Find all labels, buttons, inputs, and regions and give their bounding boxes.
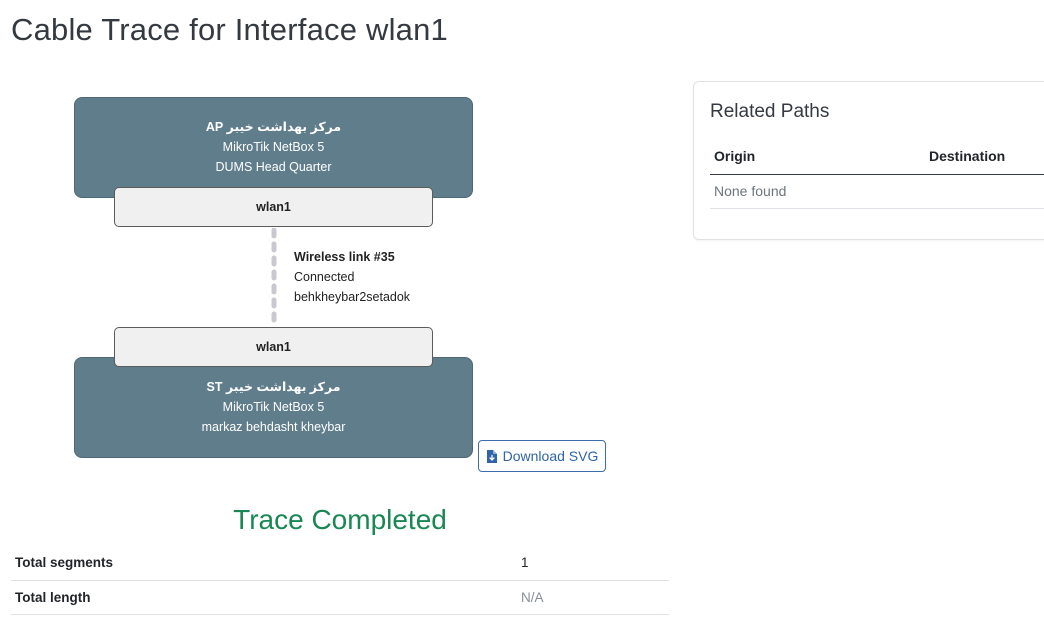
column-header-origin: Origin <box>710 138 925 175</box>
related-paths-table: Origin Destination None found <box>710 138 1044 209</box>
total-segments-label: Total segments <box>11 546 517 581</box>
interface-a-box[interactable]: wlan1 <box>114 187 433 227</box>
interface-b-label: wlan1 <box>256 340 291 354</box>
related-paths-card: Related Paths Origin Destination None fo… <box>693 81 1044 240</box>
device-b-name: مرکز بهداشت خیبر ST <box>206 380 341 394</box>
table-row: None found <box>710 174 1044 209</box>
related-paths-title: Related Paths <box>710 101 830 122</box>
total-length-label: Total length <box>11 580 517 615</box>
trace-status: Trace Completed <box>233 504 447 535</box>
trace-totals-table: Total segments 1 Total length N/A <box>11 546 669 615</box>
device-b-model: MikroTik NetBox 5 <box>222 400 325 414</box>
device-a-box[interactable]: مرکز بهداشت خیبر AP MikroTik NetBox 5 DU… <box>74 97 473 198</box>
table-row: Total length N/A <box>11 580 669 615</box>
download-svg-label: Download SVG <box>502 448 599 464</box>
total-segments-value: 1 <box>517 546 669 581</box>
device-a-name: مرکز بهداشت خیبر AP <box>205 120 342 134</box>
device-b-box[interactable]: مرکز بهداشت خیبر ST MikroTik NetBox 5 ma… <box>74 357 473 458</box>
device-a-model: MikroTik NetBox 5 <box>222 140 325 154</box>
page-title: Cable Trace for Interface wlan1 <box>11 12 448 47</box>
interface-b-box[interactable]: wlan1 <box>114 327 433 367</box>
wireless-link-line[interactable] <box>271 228 277 326</box>
device-b-site: markaz behdasht kheybar <box>201 420 346 434</box>
download-svg-button[interactable]: Download SVG <box>478 440 606 472</box>
table-row: Total segments 1 <box>11 546 669 581</box>
total-length-value: N/A <box>517 580 669 615</box>
wireless-link-name[interactable]: Wireless link #35 <box>294 250 395 264</box>
table-header-row: Origin Destination <box>710 138 1044 175</box>
device-a-site: DUMS Head Quarter <box>215 160 332 174</box>
file-download-icon <box>486 449 497 463</box>
wireless-link-info: Wireless link #35 Connected behkheybar2s… <box>294 247 410 307</box>
interface-a-label: wlan1 <box>256 200 291 214</box>
related-paths-empty: None found <box>710 174 1044 209</box>
column-header-destination: Destination <box>925 138 1044 175</box>
wireless-link-status: Connected <box>294 270 355 284</box>
wireless-link-ssid: behkheybar2setadok <box>294 290 411 304</box>
